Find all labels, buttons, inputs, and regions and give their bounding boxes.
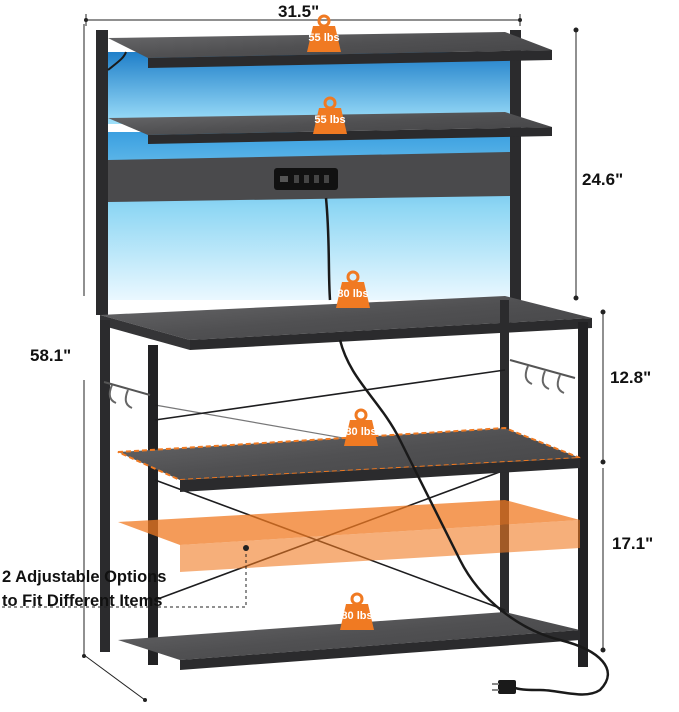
power-cord (338, 339, 609, 696)
weight-badge-tabletop: 80 lbs (326, 270, 380, 310)
hutch-post-left (96, 30, 108, 315)
hook-icon (103, 359, 576, 409)
adjustable-position-highlight (118, 500, 580, 545)
weight-icon (313, 96, 347, 134)
weight-label: 80 lbs (345, 426, 377, 438)
callout-line-1: 2 Adjustable Options (2, 568, 167, 586)
hutch-post-right (510, 30, 521, 305)
weight-icon (307, 14, 341, 52)
bottom-shelf (118, 612, 580, 660)
weight-label: 55 lbs (314, 114, 346, 126)
weight-label: 80 lbs (337, 288, 369, 300)
width-dimension-label: 31.5" (278, 2, 320, 21)
weight-label: 55 lbs (308, 32, 340, 44)
leg-front-left-inner (148, 345, 158, 665)
leg-front-left (100, 320, 110, 652)
adjustable-options-callout: 2 Adjustable Options to Fit Different It… (2, 565, 217, 613)
weight-icon (336, 270, 370, 308)
callout-leader (0, 548, 247, 608)
lower-gap-label: 17.1" (612, 534, 654, 553)
weight-badge-top-hutch: 55 lbs (297, 14, 351, 54)
power-strip-icon (274, 168, 338, 190)
weight-icon (344, 408, 378, 446)
weight-label: 80 lbs (341, 610, 373, 622)
weight-badge-middle-hutch: 55 lbs (303, 96, 357, 136)
weight-badge-bottom-shelf: 80 lbs (330, 592, 384, 632)
weight-badge-middle-shelf: 80 lbs (334, 408, 388, 448)
dimension-lines (83, 14, 604, 701)
tabletop (100, 296, 592, 340)
leg-front-right (578, 322, 588, 667)
upper-gap-label: 12.8" (610, 368, 652, 387)
hutch-height-label: 24.6" (582, 170, 624, 189)
height-dimension-label: 58.1" (30, 346, 72, 365)
weight-icon (340, 592, 374, 630)
callout-line-2: to Fit Different Items (2, 592, 163, 610)
plug-icon (492, 680, 516, 694)
